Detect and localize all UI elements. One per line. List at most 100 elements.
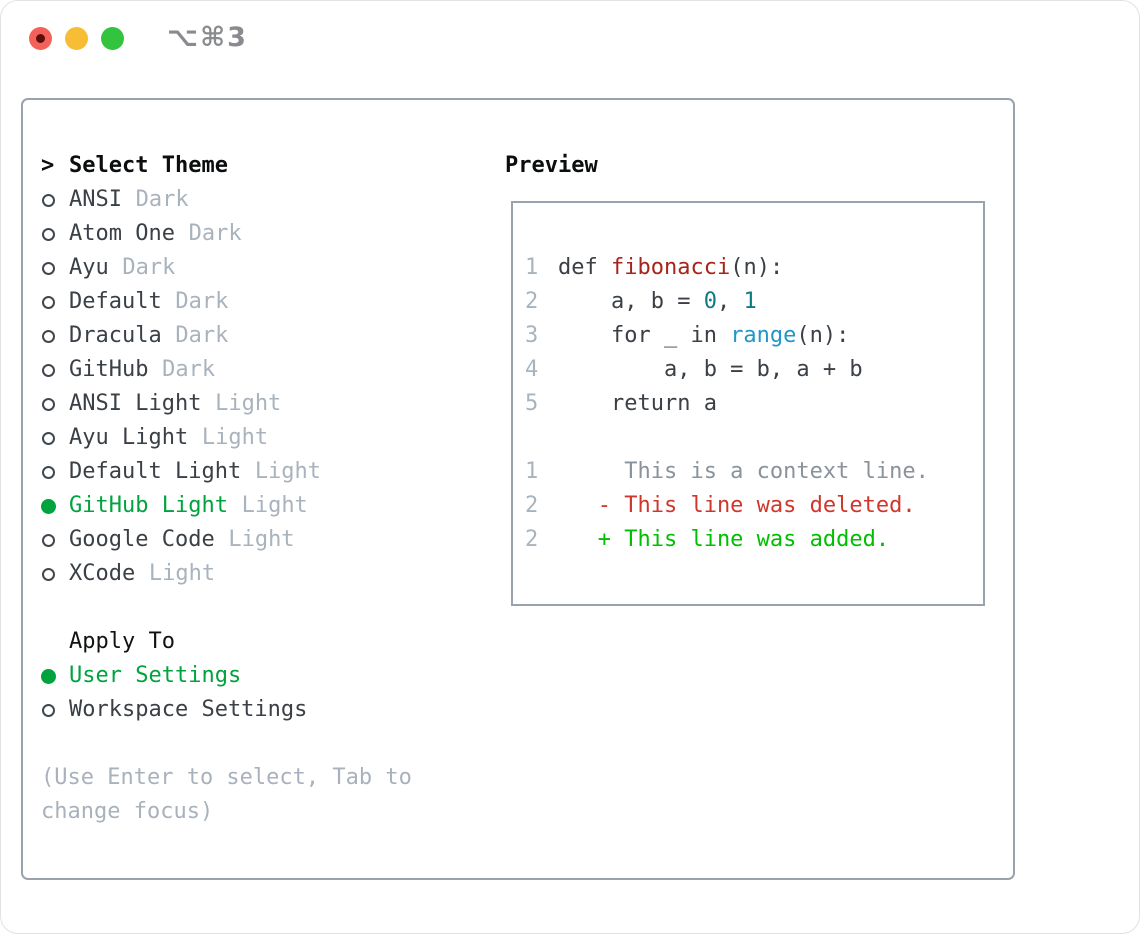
theme-variant: Dark	[175, 289, 229, 314]
close-button[interactable]	[29, 27, 52, 50]
radio-cell	[41, 227, 69, 241]
hint-line-1: (Use Enter to select, Tab to	[41, 765, 412, 790]
theme-name: ANSI	[69, 187, 122, 212]
theme-name: Ayu Light	[69, 425, 189, 450]
code-text: + This line was added.	[558, 527, 890, 552]
theme-variant: Light	[148, 561, 216, 586]
radio-cell	[41, 397, 69, 411]
radio-unselected-icon	[42, 295, 55, 309]
apply-option-user-settings[interactable]: User Settings	[41, 659, 412, 693]
theme-name: Atom One	[69, 221, 175, 246]
theme-variant: Light	[254, 459, 322, 484]
window-title-shortcut: ⌥⌘3	[167, 22, 248, 53]
theme-variant: Dark	[135, 187, 189, 212]
radio-cell	[41, 668, 69, 684]
theme-name: Ayu	[69, 255, 109, 280]
apply-option-label: User Settings	[69, 663, 242, 688]
apply-to-title: Apply To	[69, 629, 175, 654]
radio-cell	[41, 193, 69, 207]
hint-line-2: change focus)	[41, 799, 214, 824]
code-text: This is a context line.	[558, 459, 929, 484]
radio-unselected-icon	[42, 397, 55, 411]
code-line	[525, 421, 983, 455]
theme-variant: Dark	[162, 357, 216, 382]
radio-unselected-icon	[42, 431, 55, 445]
radio-selected-icon	[41, 498, 56, 514]
radio-cell	[41, 567, 69, 581]
theme-name: GitHub	[69, 357, 149, 382]
code-line: 3 for _ in range(n):	[525, 319, 983, 353]
preview-title: Preview	[505, 153, 598, 178]
theme-option-atom-one[interactable]: Atom One Dark	[41, 217, 412, 251]
theme-name: ANSI Light	[69, 391, 202, 416]
theme-option-default-light[interactable]: Default Light Light	[41, 455, 412, 489]
theme-option-ayu-light[interactable]: Ayu Light Light	[41, 421, 412, 455]
radio-cell	[41, 703, 69, 717]
code-line: 2 - This line was deleted.	[525, 489, 983, 523]
code-text: def fibonacci(n):	[558, 255, 784, 280]
radio-cell	[41, 295, 69, 309]
code-text: a, b = 0, 1	[558, 289, 757, 314]
line-number: 2	[525, 527, 539, 552]
theme-name: Google Code	[69, 527, 215, 552]
theme-option-ansi-light[interactable]: ANSI Light Light	[41, 387, 412, 421]
radio-unselected-icon	[42, 261, 55, 275]
code-text: - This line was deleted.	[558, 493, 916, 518]
theme-option-google-code[interactable]: Google Code Light	[41, 523, 412, 557]
radio-unselected-icon	[42, 533, 55, 547]
apply-to-header: Apply To	[41, 625, 412, 659]
theme-name: XCode	[69, 561, 136, 586]
theme-variant: Light	[228, 527, 295, 552]
radio-unselected-icon	[42, 703, 55, 717]
theme-variant: Dark	[175, 323, 229, 348]
apply-option-label: Workspace Settings	[69, 697, 308, 722]
line-number: 2	[525, 289, 539, 314]
code-line: 2 + This line was added.	[525, 523, 983, 557]
radio-cell	[41, 431, 69, 445]
hint-text: (Use Enter to select, Tab to change focu…	[41, 761, 412, 829]
theme-option-dracula[interactable]: Dracula Dark	[41, 319, 412, 353]
radio-unselected-icon	[42, 227, 55, 241]
theme-name: GitHub Light	[69, 493, 228, 518]
theme-option-ansi[interactable]: ANSI Dark	[41, 183, 412, 217]
spacer	[41, 591, 412, 625]
theme-variant: Dark	[188, 221, 242, 246]
theme-variant: Light	[201, 425, 269, 450]
radio-unselected-icon	[42, 193, 55, 207]
radio-cell	[41, 363, 69, 377]
line-number: 1	[525, 255, 539, 280]
apply-option-workspace-settings[interactable]: Workspace Settings	[41, 693, 412, 727]
minimize-button[interactable]	[65, 27, 88, 50]
code-line: 2 a, b = 0, 1	[525, 285, 983, 319]
radio-unselected-icon	[42, 567, 55, 581]
theme-variant: Dark	[122, 255, 176, 280]
line-number: 5	[525, 391, 539, 416]
theme-variant: Light	[241, 493, 308, 518]
select-theme-header: > Select Theme	[41, 149, 412, 183]
theme-name: Default Light	[69, 459, 242, 484]
theme-variant: Light	[215, 391, 282, 416]
theme-option-ayu[interactable]: Ayu Dark	[41, 251, 412, 285]
theme-option-github[interactable]: GitHub Dark	[41, 353, 412, 387]
titlebar: ⌥⌘3	[1, 1, 1139, 98]
theme-option-github-light[interactable]: GitHub Light Light	[41, 489, 412, 523]
code-text: a, b = b, a + b	[558, 357, 863, 382]
theme-option-xcode[interactable]: XCode Light	[41, 557, 412, 591]
radio-cell	[41, 329, 69, 343]
spacer	[41, 727, 412, 761]
radio-cell	[41, 498, 69, 514]
code-text: return a	[558, 391, 717, 416]
code-text: for _ in range(n):	[558, 323, 850, 348]
code-line: 5 return a	[525, 387, 983, 421]
maximize-button[interactable]	[101, 27, 124, 50]
radio-cell	[41, 261, 69, 275]
select-theme-title: Select Theme	[69, 153, 228, 178]
theme-name: Dracula	[69, 323, 162, 348]
